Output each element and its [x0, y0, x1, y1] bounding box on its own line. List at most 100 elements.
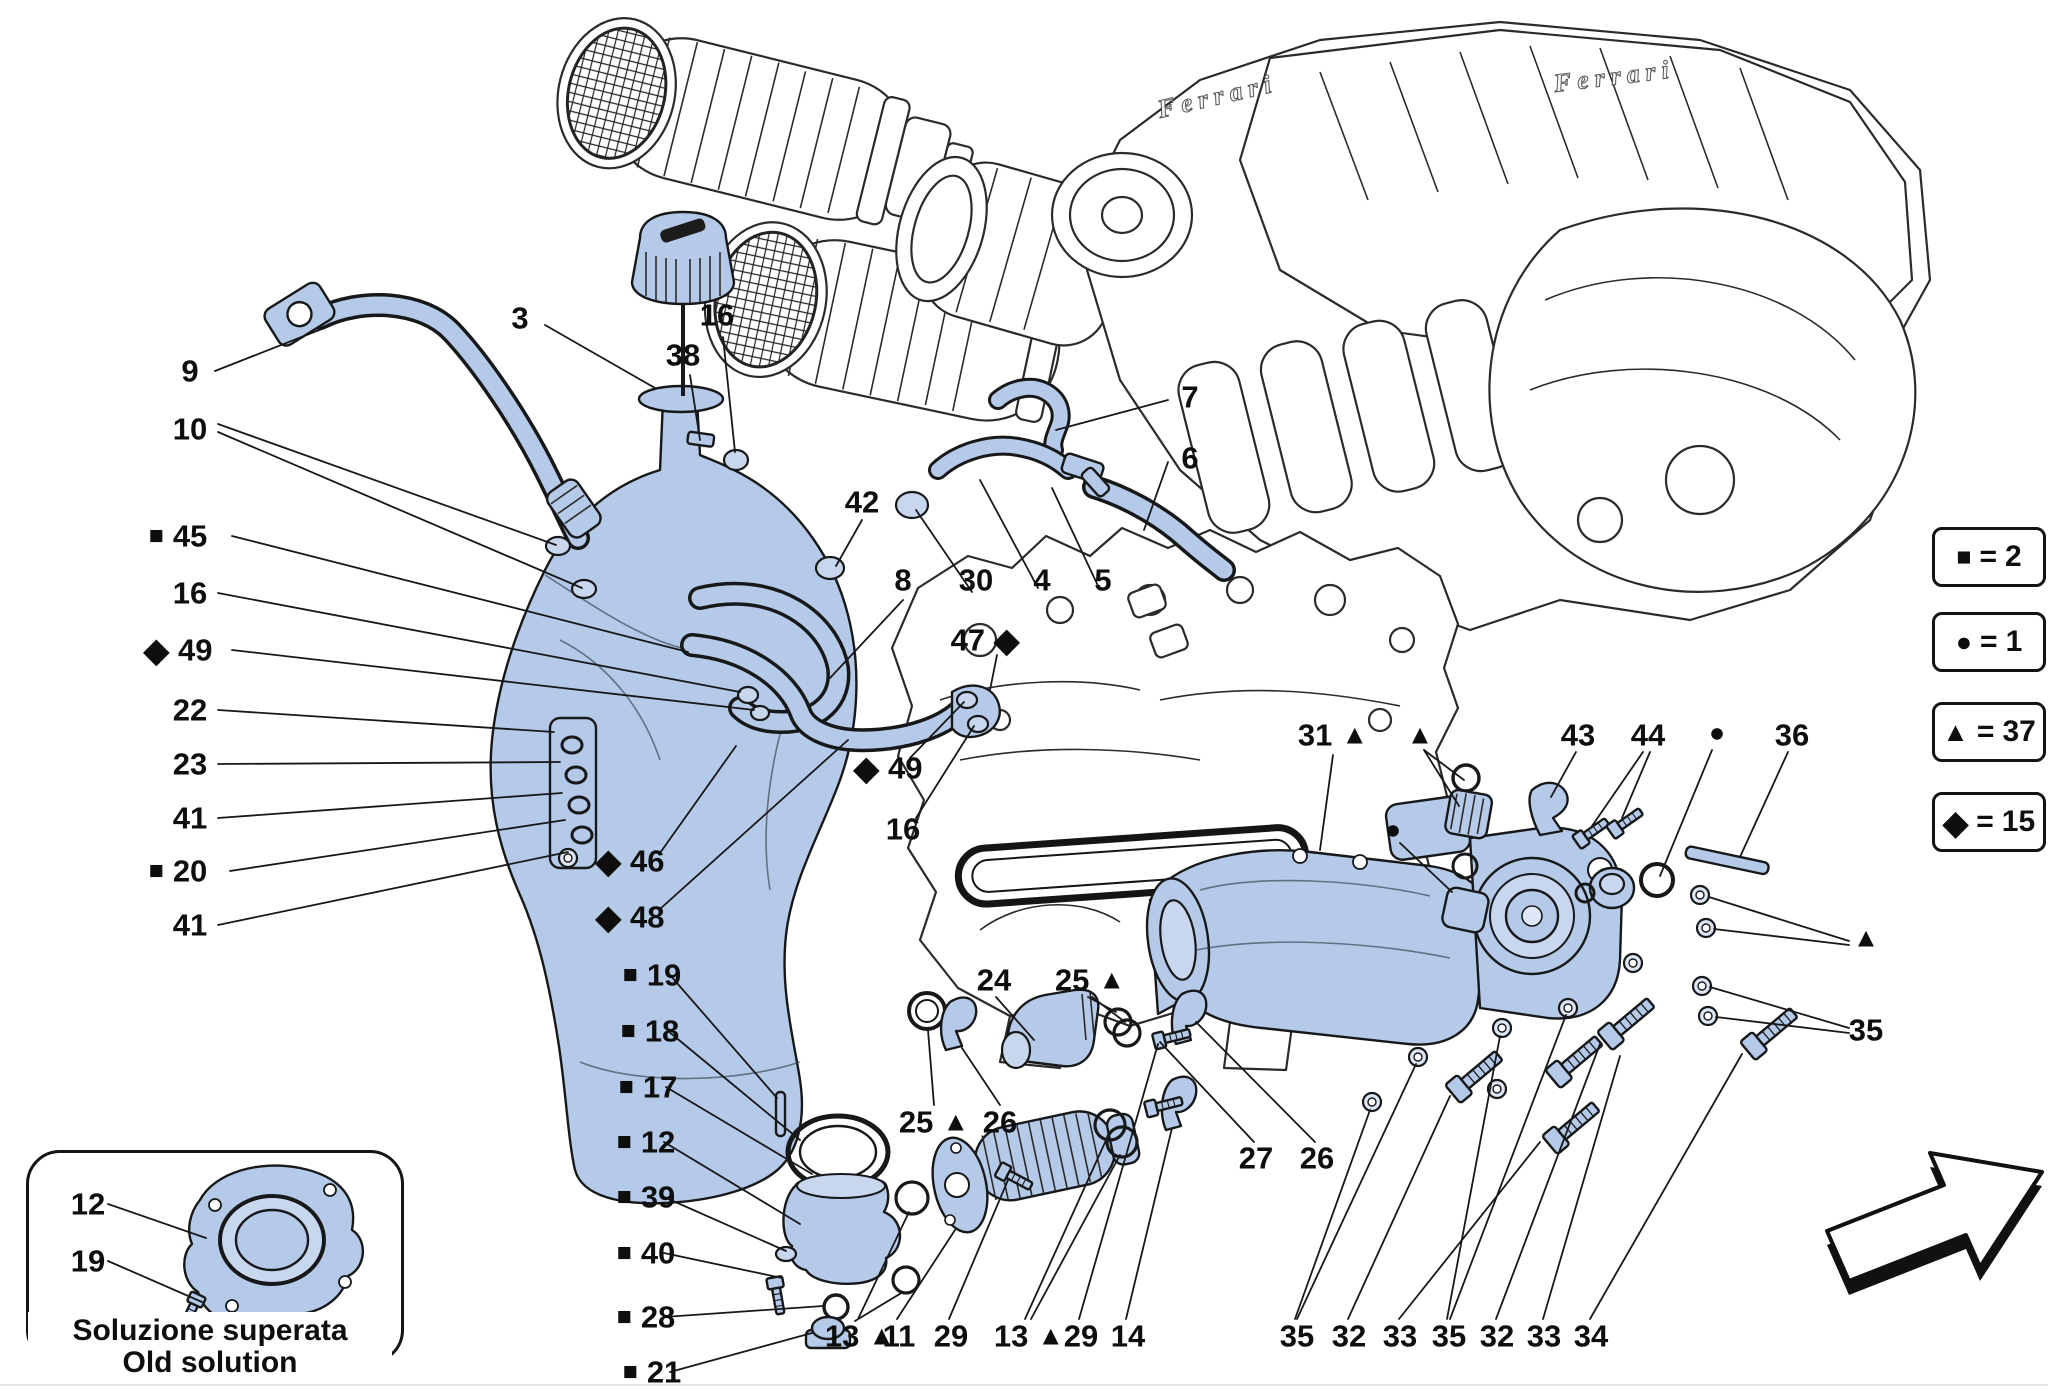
washer-39	[774, 1245, 798, 1263]
legend-count: 2	[2004, 540, 2022, 573]
callout-number: 41	[172, 800, 208, 836]
callout-32: 32	[1332, 1321, 1366, 1352]
callout-number: 17	[642, 1069, 678, 1105]
callout-36: 36	[1775, 720, 1809, 751]
callout-24: 24	[977, 965, 1011, 996]
callout-number: 19	[646, 957, 682, 993]
callout-28: ■ 28	[617, 1302, 676, 1333]
callout-number: 32	[1331, 1318, 1367, 1354]
callout-32: 32	[1480, 1321, 1514, 1352]
legend-item-circle-symbol: ●=1	[1932, 612, 2046, 672]
diamond-symbol: ◆	[994, 621, 1020, 659]
callout-number: 35	[1431, 1318, 1467, 1354]
callout-16: 16	[173, 578, 207, 609]
callout-number: 19	[70, 1243, 106, 1279]
callout-symbol: ●	[1709, 719, 1725, 747]
triangle-symbol: ▲	[1341, 719, 1369, 750]
callout-number: 47	[950, 622, 986, 658]
diamond-symbol: ◆	[853, 749, 879, 787]
inset-caption-line1: Soluzione superata	[72, 1314, 348, 1347]
callout-16: 16	[886, 814, 920, 845]
callout-26: 26	[1300, 1143, 1334, 1174]
callout-4: 4	[1033, 565, 1050, 596]
callout-number: 29	[1063, 1318, 1099, 1354]
callout-49: ◆49	[144, 634, 213, 667]
callout-6: 6	[1181, 443, 1198, 474]
callout-number: 40	[640, 1235, 676, 1271]
callout-number: 16	[172, 575, 208, 611]
triangle-symbol: ▲	[868, 1320, 896, 1351]
callout-41: 41	[173, 910, 207, 941]
circle-symbol: ●	[1384, 814, 1402, 845]
callout-number: 35	[1848, 1012, 1884, 1048]
square-symbol: ■	[616, 1238, 632, 1267]
engine-assembly: Ferrari Ferrari	[1050, 20, 1932, 632]
square-symbol: ■	[616, 1127, 632, 1156]
legend-item-triangle-symbol: ▲=37	[1932, 702, 2046, 762]
callout-13: 13 ▲	[825, 1321, 895, 1352]
callout-number: 21	[646, 1354, 682, 1390]
callout-number: 14	[1110, 1318, 1146, 1354]
callout-number: 25	[1054, 962, 1090, 998]
callout-number: 10	[172, 411, 208, 447]
square-symbol: ■	[616, 1302, 632, 1331]
callout-33: 33	[1383, 1321, 1417, 1352]
callout-19: ■19	[623, 960, 682, 991]
callout-35: 35	[1849, 1015, 1883, 1046]
callout-19: 19	[71, 1246, 105, 1277]
callout-number: 8	[894, 562, 912, 598]
callout-number: 12	[70, 1186, 106, 1222]
equals-sign: =	[1976, 805, 1994, 838]
callout-34: 34	[1574, 1321, 1608, 1352]
callout-40: ■ 40	[617, 1238, 676, 1269]
callout-35: 35	[1432, 1321, 1466, 1352]
breather-hoses	[263, 281, 1224, 740]
callout-number: 16	[699, 297, 735, 333]
callout-45: ■45	[149, 521, 208, 552]
callout-46: ◆46	[596, 845, 665, 878]
callout-number: 33	[1526, 1318, 1562, 1354]
triangle-symbol: ▲	[1406, 719, 1434, 750]
callout-8: 8	[894, 565, 911, 596]
bracket-26	[939, 996, 978, 1052]
callout-number: 13	[824, 1318, 860, 1354]
callout-number: 26	[1299, 1140, 1335, 1176]
callout-number: 46	[629, 843, 665, 879]
page-bottom-rule	[0, 1384, 2048, 1386]
callout-20: ■20	[149, 856, 208, 887]
air-meter-assembly	[556, 17, 1138, 423]
callout-number: 26	[982, 1104, 1018, 1140]
callout-number: 35	[1279, 1318, 1315, 1354]
legend-item-diamond-symbol: ◆=15	[1932, 792, 2046, 852]
callout-18: ■18	[621, 1016, 680, 1047]
callout-number: 28	[640, 1299, 676, 1335]
circle-symbol: ●	[1955, 626, 1973, 657]
bracket-43	[1528, 781, 1569, 837]
callout-number: 11	[882, 1318, 916, 1354]
callout-number: 31	[1297, 717, 1333, 753]
callout-22: 22	[173, 695, 207, 726]
callout-41: 41	[173, 803, 207, 834]
o-ring-28	[822, 1293, 850, 1321]
callout-number: 22	[172, 692, 208, 728]
callout-26: 26	[983, 1107, 1017, 1138]
square-symbol: ■	[622, 1357, 638, 1386]
callout-13: 13▲	[994, 1321, 1064, 1352]
inset-caption: Soluzione superata Old solution	[28, 1312, 392, 1383]
equals-sign: =	[1979, 540, 1997, 573]
square-symbol: ■	[618, 1072, 634, 1101]
callout-29: 29	[934, 1321, 968, 1352]
callout-29: 29	[1064, 1321, 1098, 1352]
callout-11: 11	[883, 1321, 916, 1352]
callout-number: 23	[172, 746, 208, 782]
square-symbol: ■	[148, 521, 164, 550]
callout-33: 33	[1527, 1321, 1561, 1352]
callout-39: ■39	[617, 1182, 676, 1213]
callout-number: 41	[172, 907, 208, 943]
callout-number: 20	[172, 853, 208, 889]
diamond-symbol: ◆	[595, 842, 621, 880]
plug-21	[804, 1315, 852, 1350]
callout-number: 33	[1382, 1318, 1418, 1354]
callout-21: ■ 21	[623, 1357, 682, 1388]
